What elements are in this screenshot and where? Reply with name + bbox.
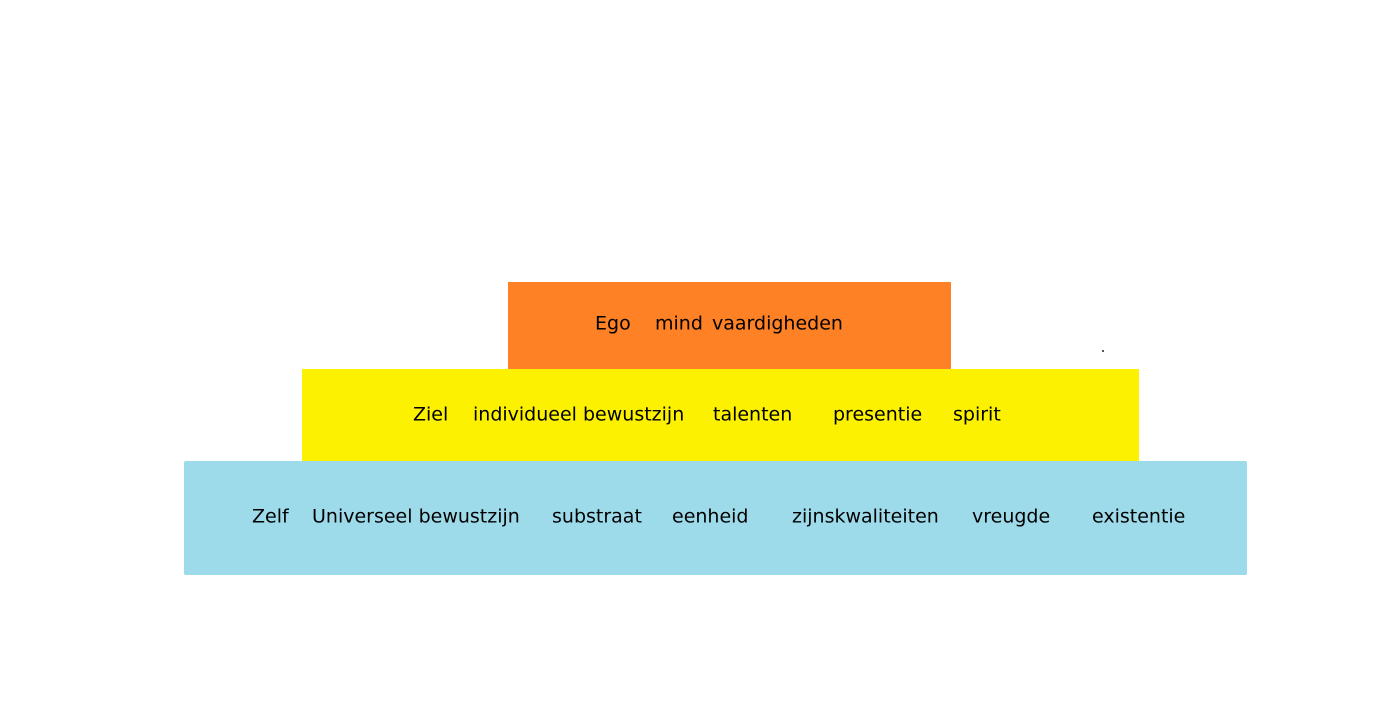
layer-ziel-word-talenten: talenten (713, 403, 793, 426)
layer-ziel-word-presentie: presentie (833, 403, 923, 426)
layer-zelf: Zelf Universeel bewustzijn substraat een… (184, 461, 1247, 575)
layer-ego: Ego mind vaardigheden (508, 282, 951, 370)
layer-ego-word-vaardigheden: vaardigheden (712, 312, 843, 335)
layer-ego-word-ego: Ego (595, 312, 631, 335)
layer-ziel: Ziel individueel bewustzijn talenten pre… (302, 369, 1139, 462)
layer-ziel-word-individueel-bewustzijn: individueel bewustzijn (473, 403, 685, 426)
layer-zelf-word-substraat: substraat (552, 505, 642, 528)
layer-ziel-word-ziel: Ziel (413, 403, 449, 426)
layer-zelf-word-zelf: Zelf (252, 505, 289, 528)
layer-zelf-word-vreugde: vreugde (972, 505, 1051, 528)
stray-dot-mark (1102, 350, 1104, 352)
layer-zelf-word-existentie: existentie (1092, 505, 1186, 528)
layer-ego-word-mind: mind (655, 312, 703, 335)
layer-ziel-word-spirit: spirit (953, 403, 1001, 426)
layer-zelf-word-zijnskwaliteiten: zijnskwaliteiten (792, 505, 939, 528)
layer-zelf-word-universeel-bewustzijn: Universeel bewustzijn (312, 505, 520, 528)
layer-zelf-word-eenheid: eenheid (672, 505, 749, 528)
